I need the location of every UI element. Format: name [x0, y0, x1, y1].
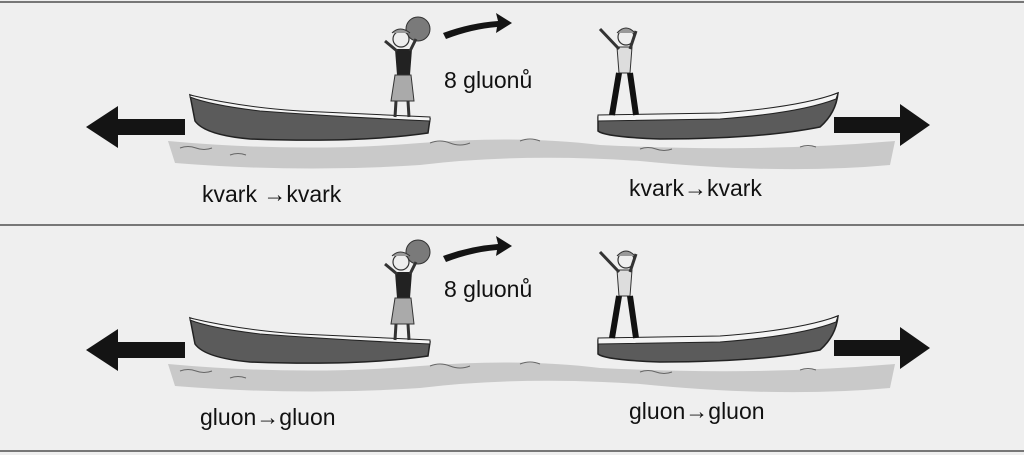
left-boat-deck: [189, 317, 431, 345]
top-rule: [0, 1, 1024, 3]
right-transition-label: kvark→kvark: [629, 175, 762, 201]
right-push-arrow: [834, 104, 930, 146]
water: [168, 139, 895, 170]
thrower-figure: [384, 16, 431, 118]
thrower-figure: [384, 239, 431, 341]
catcher-figure: [598, 27, 639, 116]
catcher-figure: [598, 250, 639, 339]
left-push-arrow: [86, 106, 185, 148]
panel-quark: 8 gluonů kvark →kvark kvark→kvark: [0, 3, 1024, 225]
right-boat-deck: [597, 92, 839, 122]
left-transition-label: kvark →kvark: [202, 181, 342, 207]
throw-arrow: [443, 236, 512, 262]
left-transition-label: gluon→gluon: [200, 404, 336, 430]
right-boat-deck: [597, 315, 839, 345]
panel-gluon: 8 gluonů gluon→gluon gluon→gluon: [0, 226, 1024, 448]
water-ripple: [179, 361, 817, 379]
right-push-arrow: [834, 327, 930, 369]
gluon-count-label: 8 gluonů: [444, 276, 533, 302]
right-transition-label: gluon→gluon: [629, 398, 765, 424]
boat-scene: [86, 13, 930, 170]
bottom-rule: [0, 450, 1024, 452]
water-ripple: [179, 138, 817, 156]
gluon-count-label: 8 gluonů: [444, 67, 533, 93]
boat-scene: [86, 236, 930, 393]
water: [168, 362, 895, 393]
middle-rule: [0, 224, 1024, 226]
throw-arrow: [443, 13, 512, 39]
left-push-arrow: [86, 329, 185, 371]
ball: [405, 239, 431, 265]
ball: [405, 16, 431, 42]
left-boat-deck: [189, 94, 431, 122]
